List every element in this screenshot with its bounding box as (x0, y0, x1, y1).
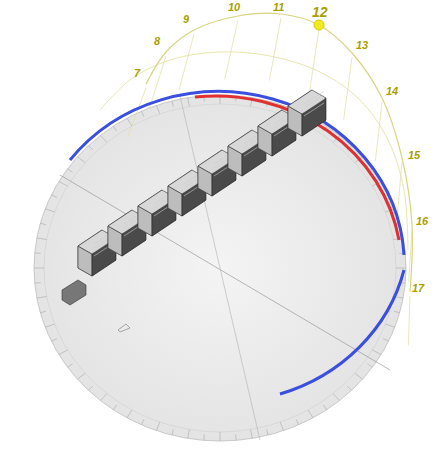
hour-label: 16 (416, 216, 428, 227)
hour-label: 12 (312, 5, 328, 19)
red-arc (195, 96, 399, 240)
north-arrow (118, 324, 130, 332)
hour-label: 8 (154, 36, 160, 47)
sun-path (100, 13, 412, 345)
sun-dot (314, 20, 324, 30)
hour-label: 10 (228, 2, 240, 13)
blue-arc (280, 270, 404, 394)
hour-label: 11 (273, 2, 284, 13)
degree-ticks (34, 95, 406, 441)
hour-label: 17 (412, 283, 424, 294)
building-row (62, 90, 326, 305)
hour-label: 7 (134, 68, 140, 79)
hour-label: 14 (386, 86, 398, 97)
hour-label: 9 (183, 14, 189, 25)
blue-arc (70, 91, 404, 255)
axis-line (60, 175, 390, 370)
hour-label: 15 (408, 150, 420, 161)
hour-label: 13 (356, 40, 368, 51)
ground-disk (34, 95, 406, 441)
